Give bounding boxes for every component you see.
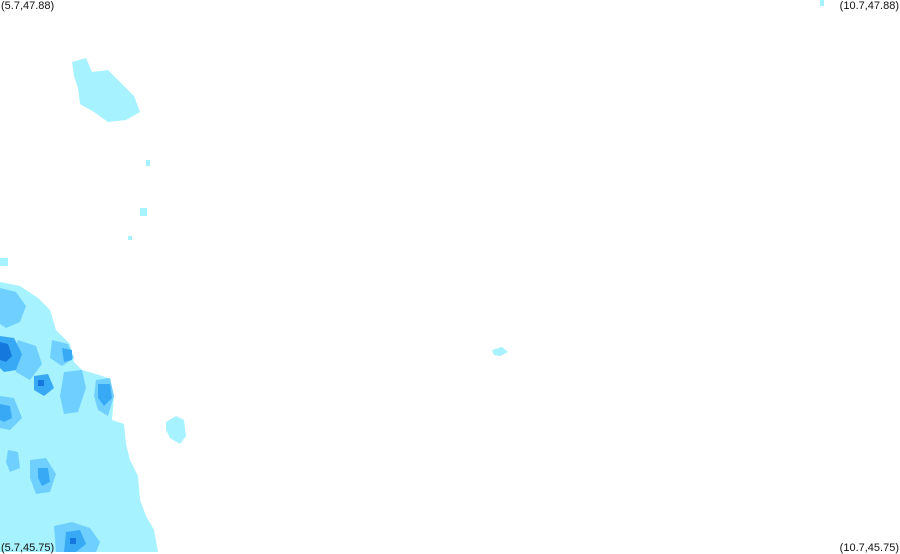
light-precip xyxy=(0,0,824,552)
corner-label-top-right: (10.7,47.88) xyxy=(839,0,899,12)
corner-label-bottom-right: (10.7,45.75) xyxy=(839,542,899,554)
intense-precip xyxy=(0,342,76,544)
corner-label-bottom-left: (5.7,45.75) xyxy=(1,542,55,554)
corner-label-top-left: (5.7,47.88) xyxy=(1,0,55,12)
